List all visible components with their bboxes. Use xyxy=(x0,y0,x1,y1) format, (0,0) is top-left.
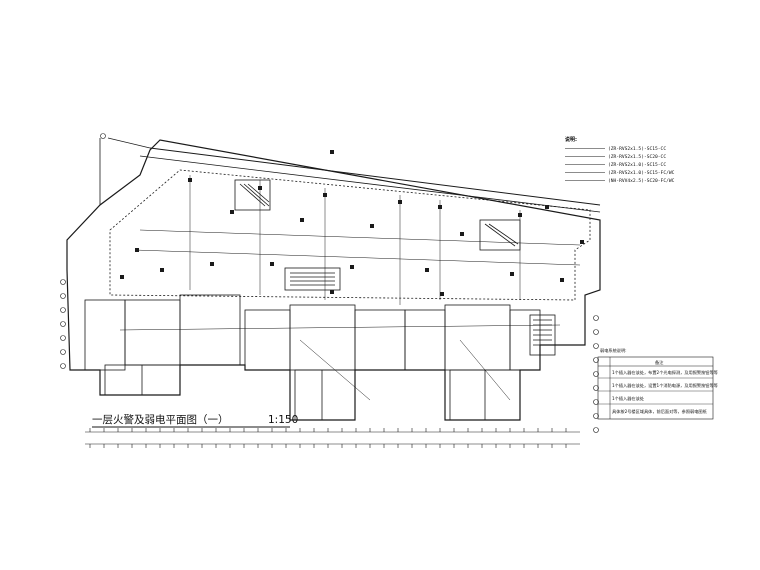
drawing-scale: 1:150 xyxy=(268,414,298,426)
drawing-title: 一层火警及弱电平面图（一） xyxy=(92,413,229,426)
wiring xyxy=(119,175,581,401)
stair xyxy=(529,314,556,356)
legend-item: (ZR-RVS2x1.5)-SC15-CC xyxy=(608,146,666,152)
legend-item: (ZR-RVS2x1.0)-SC15-CC xyxy=(608,162,666,168)
notes-column-header: 备注 xyxy=(655,359,664,366)
legend-item: (ZR-RVS2x1.5)-SC20-CC xyxy=(608,154,666,160)
notes-row: 1个插入器在该处 xyxy=(612,395,645,402)
legend-item: (NH-RVV4x2.5)-SC20-FC/WC xyxy=(608,178,675,184)
canopy-line xyxy=(139,155,601,213)
notes-rows: 1个插入器在该处，布置2个光电探测，及用报警按钮等等 1个插入器在该处，设置1个消… xyxy=(598,369,718,415)
stair xyxy=(284,267,341,291)
legend: 说明: (ZR-RVS2x1.5)-SC15-CC(ZR-RVS2x1.5)-S… xyxy=(565,136,675,184)
notes-heading: 弱电系统说明: xyxy=(600,347,627,354)
legend-rows: (ZR-RVS2x1.5)-SC15-CC (ZR-RVS2x1.5)-SC20-… xyxy=(565,146,675,184)
stair xyxy=(234,179,271,211)
notes-row: 具体按2号楼区域具体，前后面对等，参照弱电图纸 xyxy=(612,408,708,415)
legend-heading: 说明: xyxy=(565,136,577,143)
canopy-line xyxy=(107,137,151,149)
unit-partitions xyxy=(84,294,541,421)
notes-row: 1个插入器在该处，布置2个光电探测，及用报警按钮等等 xyxy=(612,369,718,376)
grid-axes xyxy=(60,133,599,445)
notes-table: 弱电系统说明: 备注 1个插入器在该处，布置2个光电探测，及用报警按钮等等1个插… xyxy=(597,347,718,420)
floor-plan xyxy=(66,137,601,421)
canopy-line xyxy=(149,147,601,206)
stair xyxy=(479,219,521,251)
slab-line xyxy=(109,169,591,301)
bottom-axis-ticks xyxy=(89,428,567,448)
columns xyxy=(120,150,584,296)
notes-row: 1个插入器在该处，设置1个消防电源，及用报警按钮等等 xyxy=(612,382,718,389)
legend-item: (ZR-RVS2x1.0)-SC15-FC/WC xyxy=(608,170,675,176)
